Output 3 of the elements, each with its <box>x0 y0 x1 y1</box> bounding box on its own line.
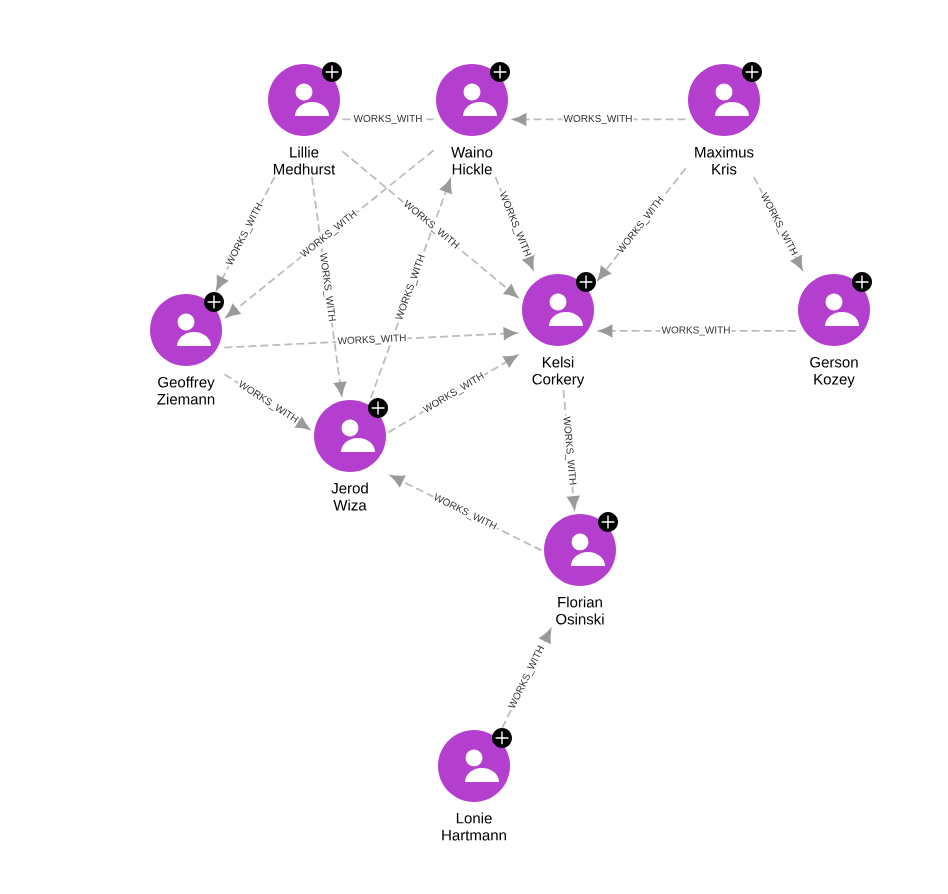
arrow <box>226 149 435 318</box>
arrow <box>223 327 518 349</box>
arrow <box>341 150 519 298</box>
